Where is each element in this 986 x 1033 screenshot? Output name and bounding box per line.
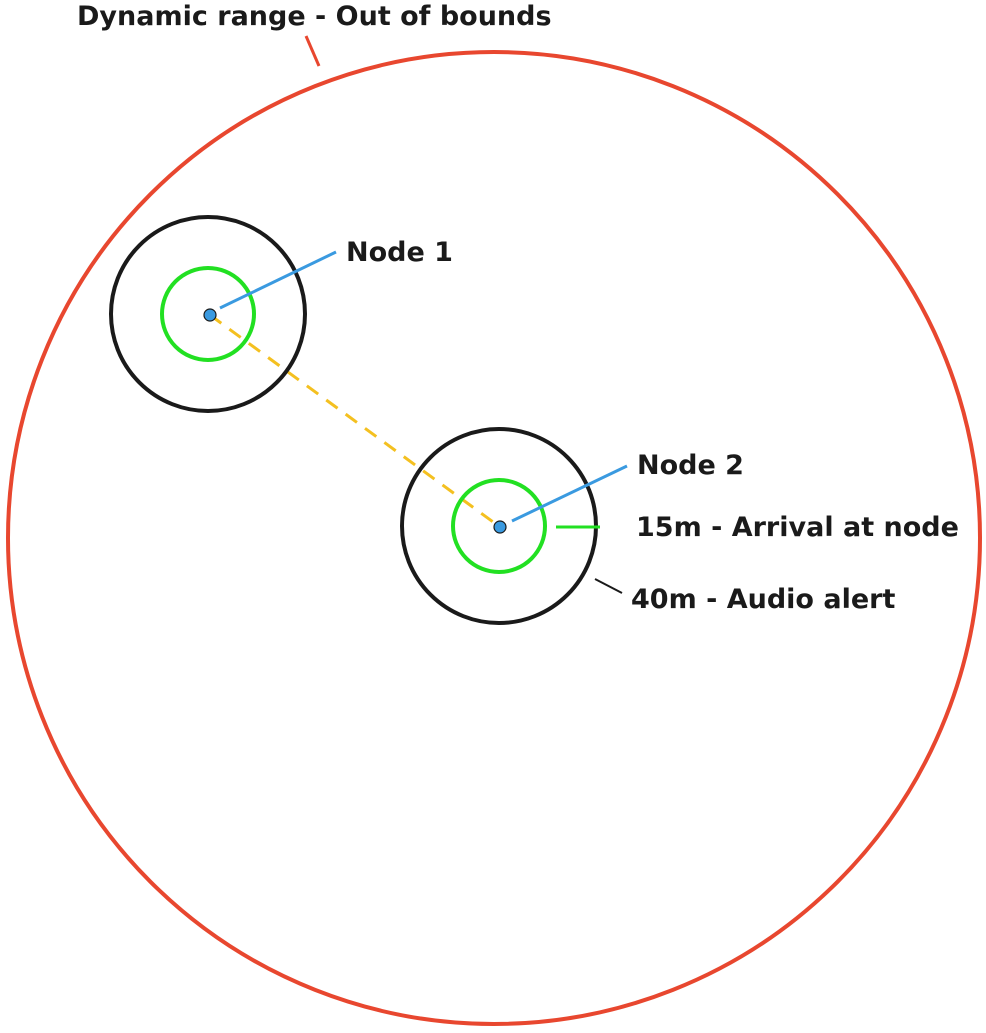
- arrival-radius-label: 15m - Arrival at node: [636, 512, 959, 543]
- node-2-arrival-ring: [451, 478, 547, 574]
- node-2-marker: [493, 520, 507, 534]
- outer-boundary-label: Dynamic range - Out of bounds: [77, 1, 552, 32]
- node-path-line: [209, 313, 501, 529]
- outer-boundary-leader: [304, 35, 321, 67]
- outer-boundary-circle: [6, 50, 982, 1026]
- alert-radius-label: 40m - Audio alert: [631, 584, 895, 615]
- node-2-leader: [511, 464, 628, 523]
- node-2-label: Node 2: [637, 450, 744, 481]
- node-1-arrival-ring: [160, 266, 256, 362]
- node-1-leader: [219, 250, 337, 310]
- node-1-alert-ring: [109, 215, 307, 413]
- node-1-label: Node 1: [346, 237, 453, 268]
- node-1-marker: [203, 308, 217, 322]
- alert-radius-leader: [594, 578, 623, 594]
